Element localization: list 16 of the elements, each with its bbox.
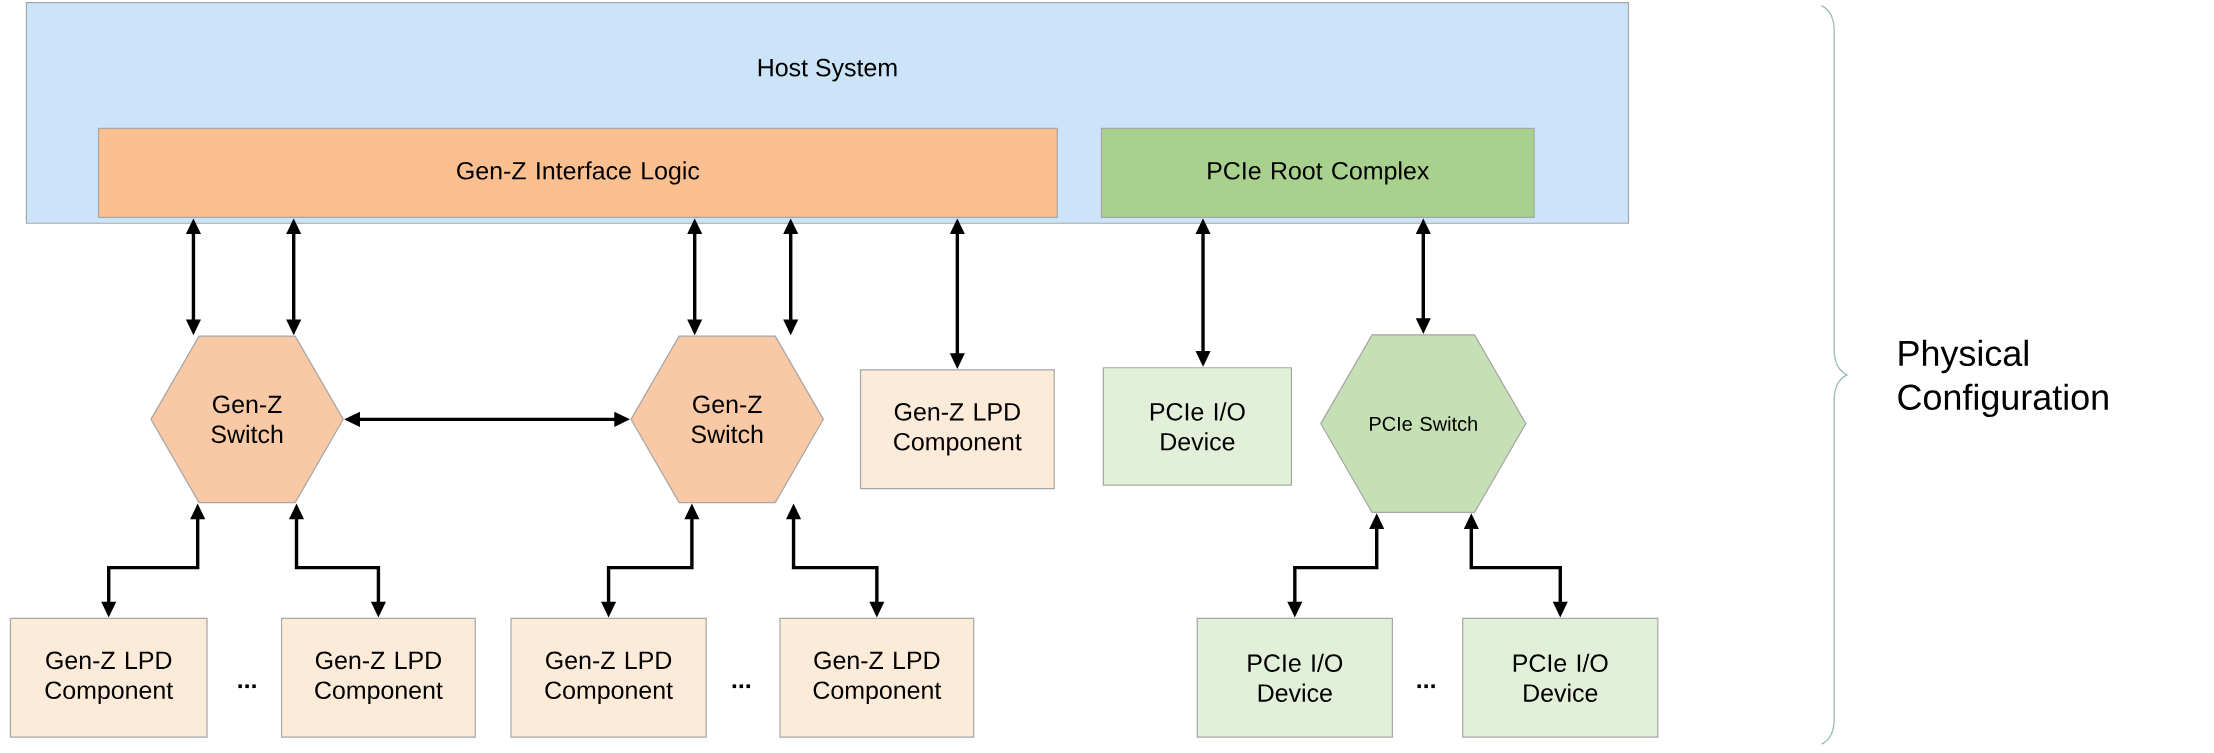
component-box: PCIe I/O Device	[1196, 618, 1393, 738]
ellipsis: ...	[238, 684, 256, 689]
ellipsis: ...	[732, 684, 750, 689]
component-box: PCIe I/O Device	[1102, 367, 1292, 486]
component-box: Gen-Z LPD Component	[779, 618, 975, 738]
switch-hexagon: Gen-Z Switch	[150, 335, 344, 504]
component-box: PCIe I/O Device	[1462, 618, 1659, 738]
component-box: Gen-Z LPD Component	[859, 369, 1055, 490]
ellipsis: ...	[1417, 684, 1435, 689]
component-box: Gen-Z LPD Component	[280, 618, 476, 738]
interface-bar: PCIe Root Complex	[1100, 128, 1535, 219]
component-box: Gen-Z LPD Component	[510, 618, 707, 738]
component-box: Gen-Z LPD Component	[9, 618, 208, 738]
interface-bar: Gen-Z Interface Logic	[97, 128, 1058, 219]
switch-hexagon: PCIe Switch	[1320, 334, 1527, 514]
side-label: Physical Configuration	[1898, 339, 2108, 418]
